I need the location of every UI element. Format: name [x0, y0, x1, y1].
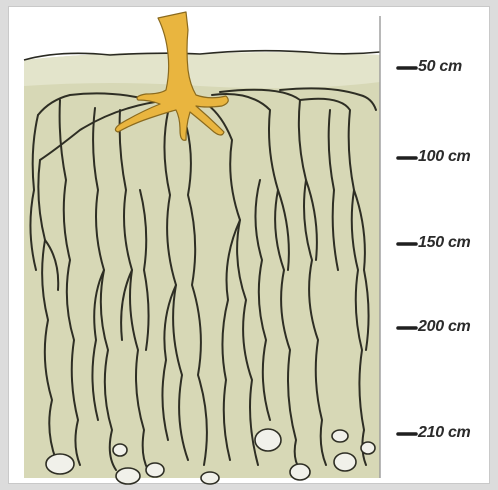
- depth-label-210: 210 cm: [418, 424, 470, 442]
- depth-ticks: [398, 68, 416, 434]
- depth-label-150: 150 cm: [418, 234, 470, 252]
- depth-label-100: 100 cm: [418, 148, 470, 166]
- soil-surface-band: [24, 52, 380, 88]
- depth-label-200: 200 cm: [418, 318, 470, 336]
- depth-label-50: 50 cm: [418, 58, 462, 76]
